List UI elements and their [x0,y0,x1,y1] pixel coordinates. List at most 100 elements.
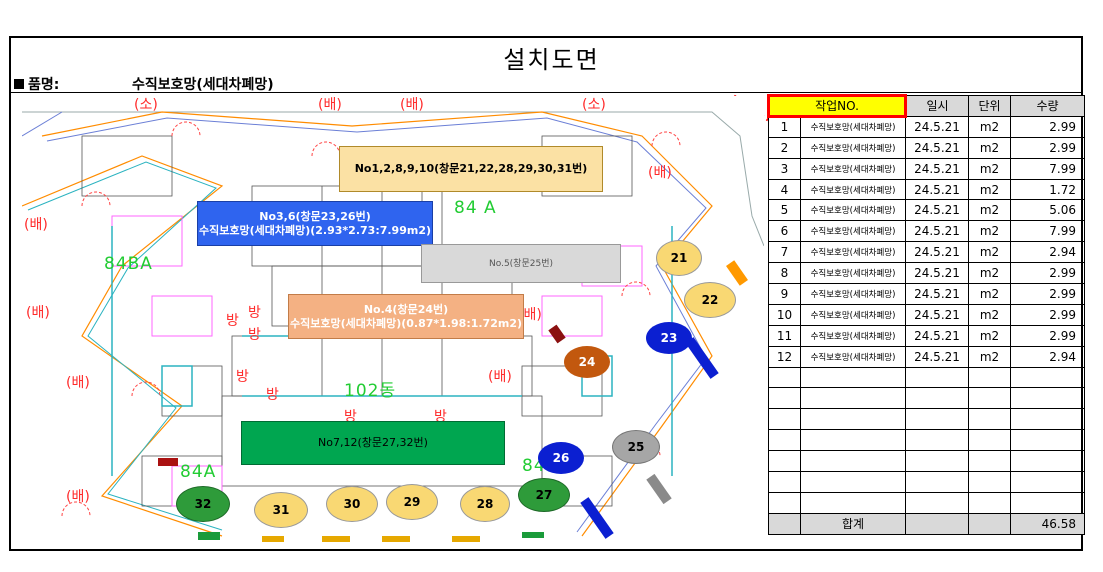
window-marker-24: 24 [564,346,610,378]
cell-no: 2 [768,136,801,159]
cell-date: 24.5.21 [905,199,969,222]
total-blank [768,512,801,535]
cell-name: 수직보호망(세대차폐망) [800,136,906,159]
room-label: (소) [582,97,606,113]
callout-text: 수직보호망(세대차폐망)(2.93*2.73:7.99m2) [199,223,431,237]
window-marker-28: 28 [460,486,510,522]
cell-qty: 2.99 [1010,136,1085,159]
cell-empty [1010,429,1085,452]
cell-qty: 2.99 [1010,262,1085,285]
cell-empty [905,366,969,389]
cell-empty [800,471,906,493]
cell-no: 5 [768,199,801,222]
cell-qty: 2.94 [1010,241,1085,264]
floor-plan: (소) (배) (배) (소) (배) (배) (배) 방 방 방 방 방 방 … [22,96,764,548]
cell-no: 4 [768,178,801,201]
cell-empty [905,491,969,514]
room-label: 방 [248,305,261,321]
cell-empty [968,429,1011,452]
cell-no: 11 [768,324,801,347]
cell-name: 수직보호망(세대차폐망) [800,345,906,368]
unit-label: 84 A [454,198,497,218]
window-marker-32: 32 [176,486,230,522]
window-marker-22: 22 [684,282,736,318]
total-label: 합계 [800,512,906,535]
cell-empty [968,366,1011,389]
cell-qty: 7.99 [1010,220,1085,243]
window-bar [522,532,544,538]
cell-unit: m2 [968,178,1011,201]
callout-no1-2-8-9-10: No1,2,8,9,10(창문21,22,28,29,30,31번) [339,146,603,192]
cell-empty [905,429,969,452]
cell-unit: m2 [968,115,1011,138]
table-header-row: 작업NO. 일시 단위 수량 [767,94,1085,118]
cell-no: 1 [768,115,801,138]
cell-date: 24.5.21 [905,136,969,159]
cell-empty [800,387,906,410]
room-label: 방 [226,313,239,329]
cell-empty [1010,450,1085,473]
item-label: 품명: [28,77,60,93]
callout-text: 수직보호망(세대차폐망)(0.87*1.98:1.72m2) [290,316,522,330]
cell-name: 수직보호망(세대차폐망) [800,283,906,305]
cell-date: 24.5.21 [905,241,969,264]
cell-date: 24.5.21 [905,178,969,201]
cell-empty [800,429,906,452]
callout-no3-6: No3,6(창문23,26번)수직보호망(세대차폐망)(2.93*2.73:7.… [197,201,433,246]
room-label: 방 [236,369,249,385]
cell-empty [905,408,969,431]
cell-name: 수직보호망(세대차폐망) [800,115,906,138]
window-bar [646,473,672,505]
cell-date: 24.5.21 [905,157,969,180]
cell-unit: m2 [968,303,1011,326]
unit-label: 84BA [104,254,153,274]
cell-name: 수직보호망(세대차폐망) [800,178,906,201]
room-label: (배) [26,305,50,321]
cell-empty [800,366,906,389]
cell-no: 12 [768,345,801,368]
table-row-empty [768,429,1085,452]
cell-empty [968,408,1011,431]
cell-empty [768,471,801,493]
cell-empty [768,366,801,389]
header-date: 일시 [905,95,969,117]
cell-qty: 2.99 [1010,324,1085,347]
window-marker-21: 21 [656,240,702,276]
window-marker-31: 31 [254,492,308,528]
total-blank [968,512,1011,535]
window-bar [685,337,719,379]
window-marker-26: 26 [538,442,584,474]
total-blank [905,512,969,535]
cell-qty: 1.72 [1010,178,1085,201]
cell-no: 6 [768,220,801,243]
cell-empty [1010,366,1085,389]
header-divider [11,92,1082,93]
table-row-empty [768,491,1085,514]
callout-text: No1,2,8,9,10(창문21,22,28,29,30,31번) [354,162,588,175]
room-label: (소) [134,97,158,113]
window-marker-27: 27 [518,478,570,512]
cell-empty [800,408,906,431]
total-qty: 46.58 [1010,512,1085,535]
cell-empty [768,429,801,452]
table-row-empty [768,387,1085,410]
bullet-square-icon [14,79,24,89]
item-name-row: 품명: 수직보호망(세대차폐망) [14,74,274,94]
cell-empty [768,491,801,514]
cell-no: 3 [768,157,801,180]
cell-qty: 5.06 [1010,199,1085,222]
cell-date: 24.5.21 [905,283,969,305]
window-bar [726,260,748,286]
window-bar [452,536,480,542]
window-marker-25: 25 [612,430,660,464]
cell-name: 수직보호망(세대차폐망) [800,199,906,222]
cell-empty [1010,471,1085,493]
